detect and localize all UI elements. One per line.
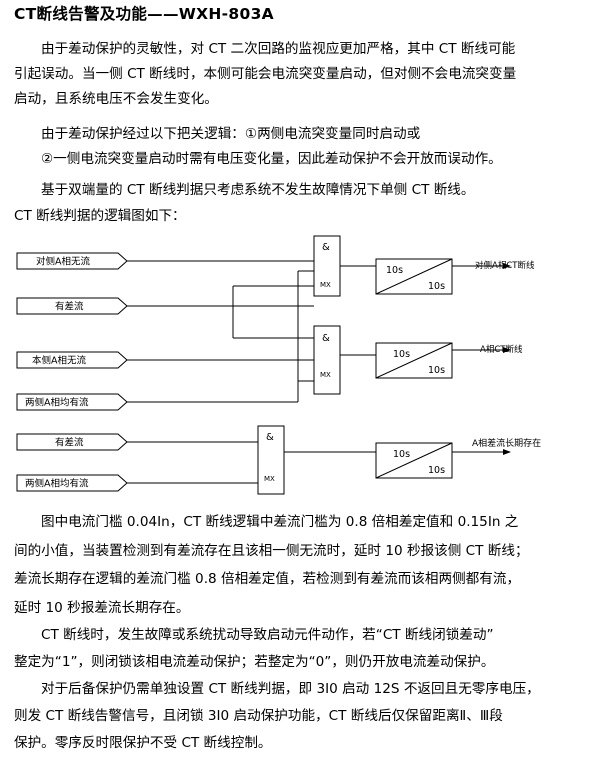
and-gate-3 [257, 425, 285, 495]
label-both-sides-current-2: 两侧A相均有流 [25, 478, 89, 490]
label-both-sides-current-1: 两侧A相均有流 [25, 397, 89, 409]
paragraph-blocking-logic: 由于差动保护经过以下把关逻辑：①两侧电流突变量同时启动或 ②一侧电流突变量启动时… [41, 126, 502, 167]
input-remote-no-current [16, 252, 128, 270]
timer-2-off: 10s [428, 365, 445, 376]
gate-3-sub: MX [264, 475, 275, 483]
label-local-no-current: 本侧A相无流 [32, 355, 86, 367]
output-remote-ct-break: 对侧A相CT断线 [475, 260, 535, 271]
gate-3-symbol: & [266, 432, 274, 443]
label-diff-current-2: 有差流 [55, 437, 84, 449]
timer-3-on: 10s [393, 449, 410, 460]
timer-box-1 [375, 258, 453, 295]
input-diff-current-2 [16, 433, 128, 451]
timer-3-off: 10s [428, 465, 445, 476]
paragraph-thresholds: 图中电流门槛 0.04In，CT 断线逻辑中差流门槛为 0.8 倍相差定值和 0… [14, 514, 529, 616]
timer-2-on: 10s [393, 349, 410, 360]
input-local-no-current [16, 351, 128, 369]
timer-1-on: 10s [386, 265, 403, 276]
paragraph-diagram-caption: CT 断线判据的逻辑图如下： [14, 208, 186, 224]
label-remote-no-current: 对侧A相无流 [36, 256, 90, 268]
gate-2-symbol: & [322, 333, 330, 344]
label-diff-current-1: 有差流 [55, 301, 84, 313]
input-both-sides-current-2 [16, 474, 128, 492]
timer-box-2 [375, 342, 453, 379]
output-local-ct-break: A相CT断线 [480, 344, 523, 355]
timer-box-3 [375, 442, 453, 479]
gate-1-symbol: & [322, 242, 330, 253]
gate-1-sub: MX [320, 281, 331, 289]
paragraph-ct-break-intro: 由于差动保护的灵敏性，对 CT 二次回路的监视应更加严格，其中 CT 断线可能 … [14, 41, 517, 107]
paragraph-backup-protection: 对于后备保护仍需单独设置 CT 断线判据，即 3I0 启动 12S 不返回且无零… [14, 681, 540, 751]
output-diff-long: A相差流长期存在 [472, 437, 541, 449]
gate-2-sub: MX [320, 371, 331, 379]
input-both-sides-current-1 [16, 393, 128, 411]
paragraph-double-end-criterion: 基于双端量的 CT 断线判据只考虑系统不发生故障情况下单侧 CT 断线。 [41, 182, 475, 198]
paragraph-blocking-setting: CT 断线时，发生故障或系统扰动导致启动元件动作，若“CT 断线闭锁差动” 整定… [14, 627, 495, 670]
document-title: CT断线告警及功能——WXH-803A [14, 5, 274, 23]
timer-1-off: 10s [428, 281, 445, 292]
input-diff-current-1 [16, 297, 128, 315]
